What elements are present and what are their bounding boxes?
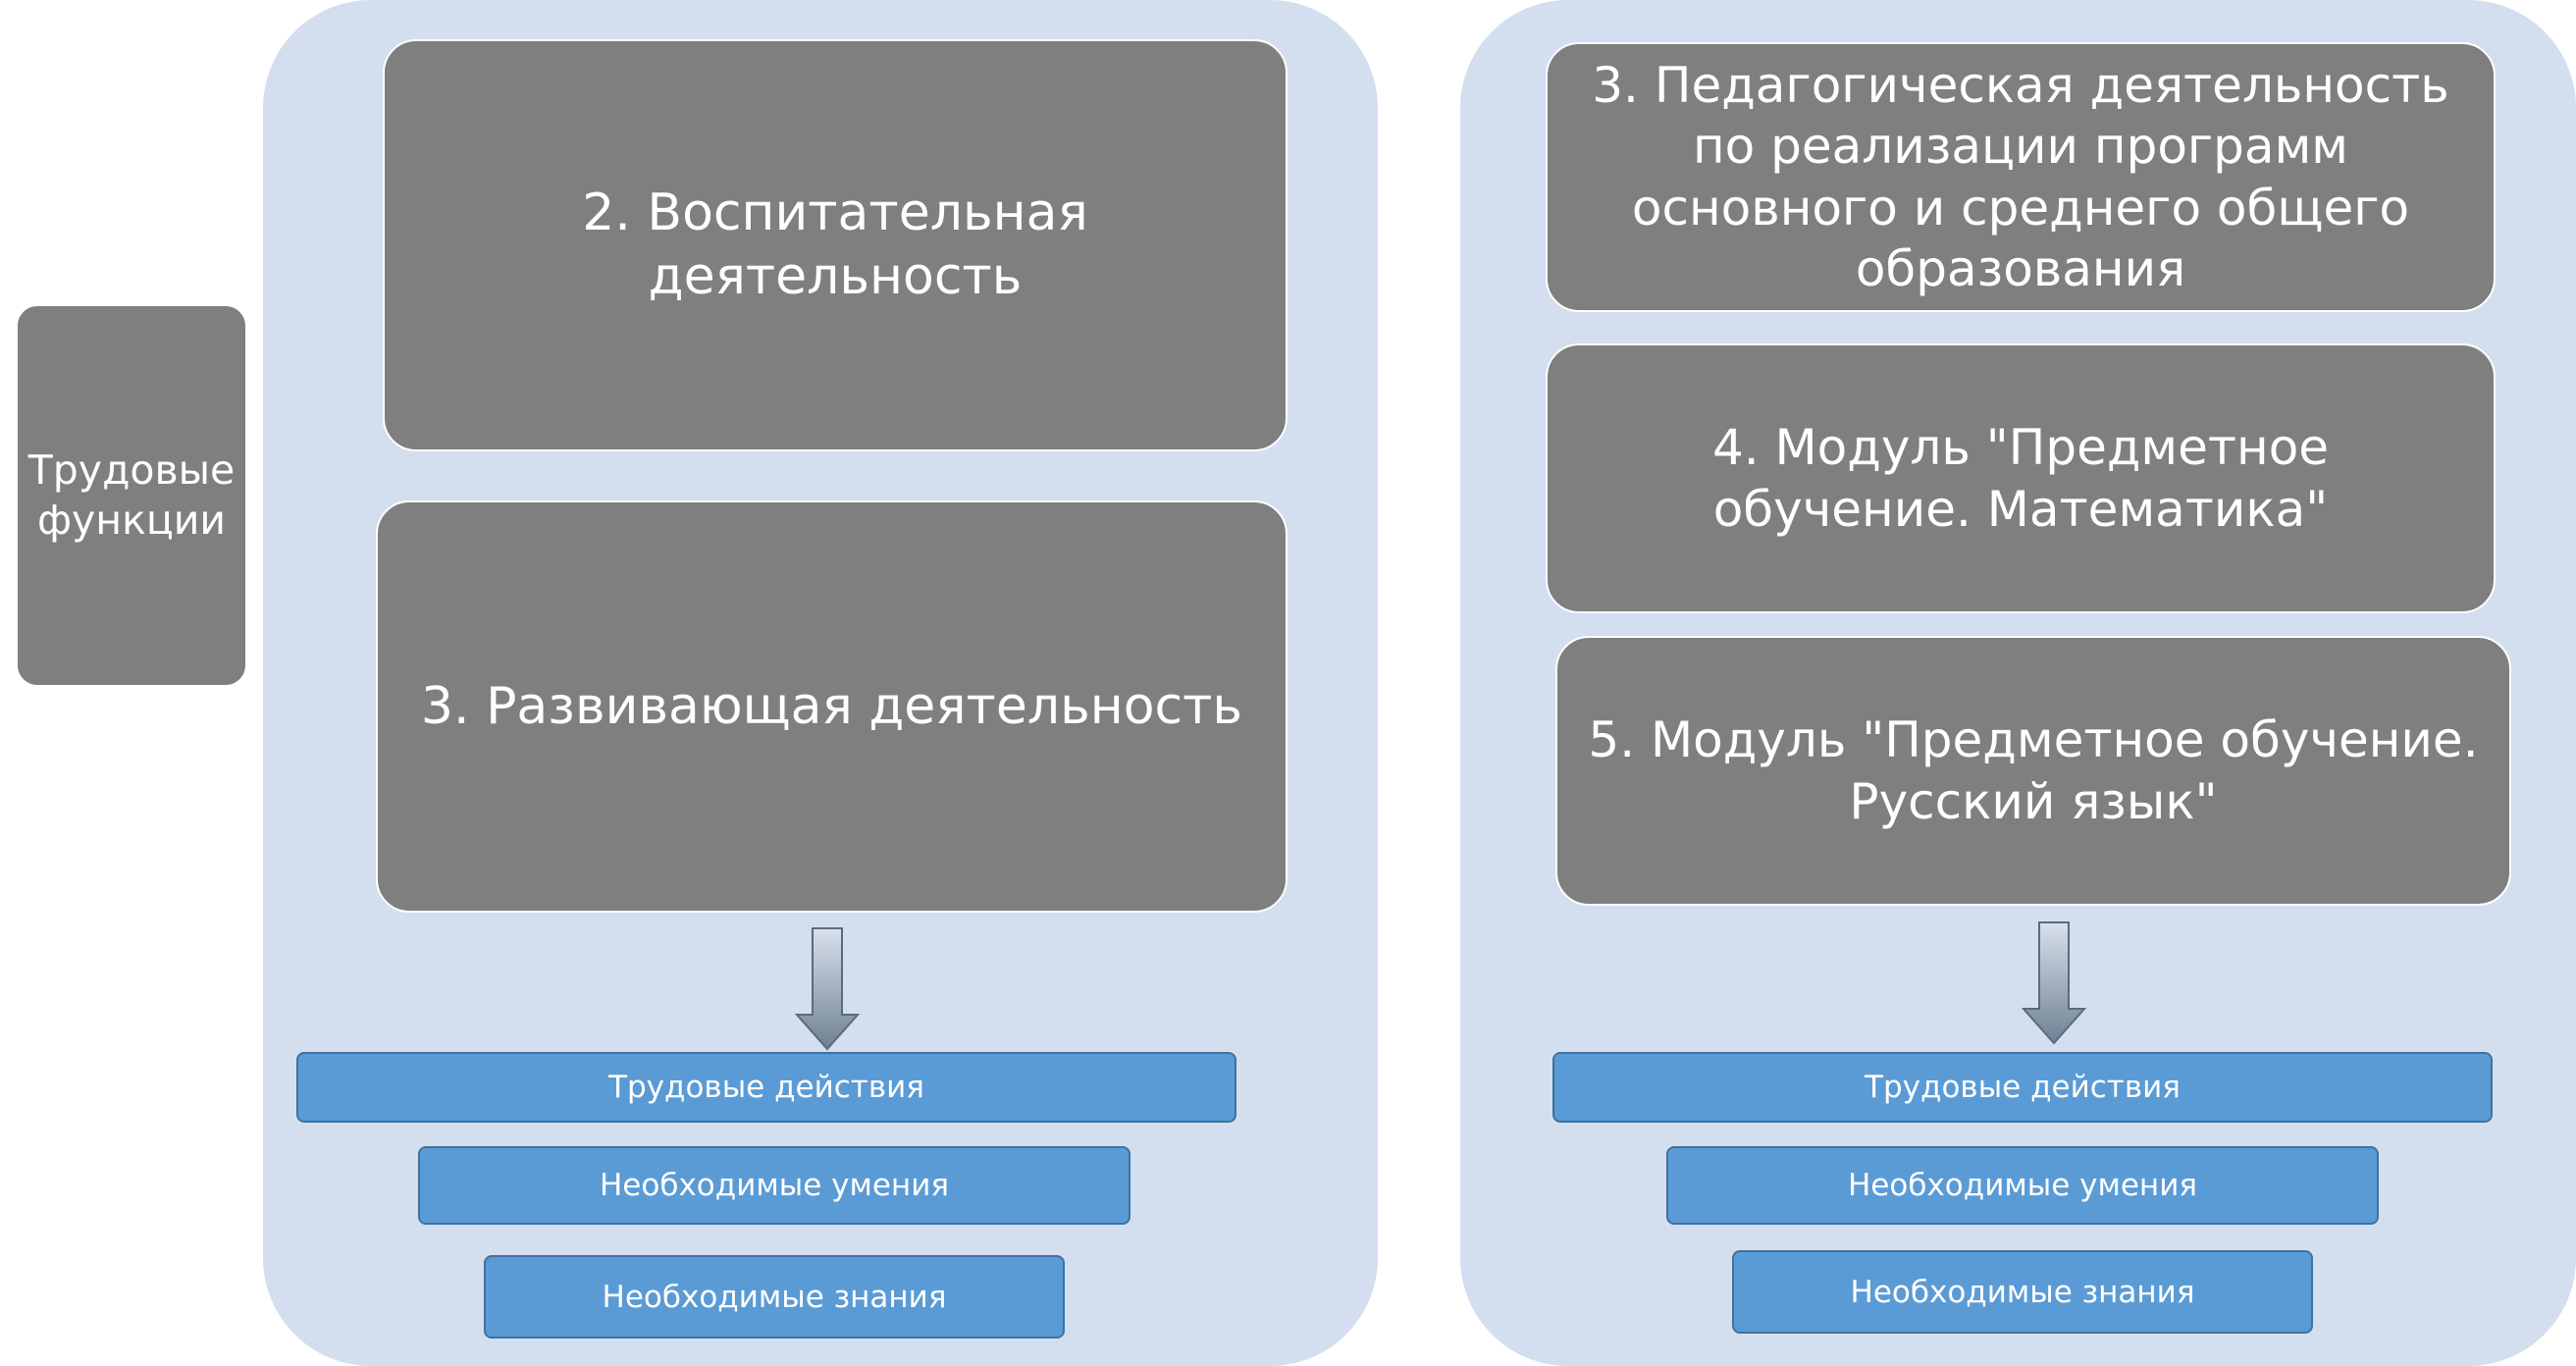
left-box-developing-text: 3. Развивающая деятельность [420,676,1243,736]
right-down-arrow-icon [2020,920,2088,1046]
left-bar-required-knowledge-text: Необходимые знания [602,1279,947,1315]
right-box-math-module: 4. Модуль "Предметное обучение. Математи… [1546,343,2496,613]
right-bar-required-knowledge: Необходимые знания [1732,1250,2313,1334]
left-box-upbringing-text: 2. Воспитательная деятельность [582,184,1088,306]
right-box-russian-module-text: 5. Модуль "Предметное обучение. Русский … [1588,711,2479,830]
left-box-developing: 3. Развивающая деятельность [376,500,1288,913]
left-box-upbringing: 2. Воспитательная деятельность [383,39,1288,451]
right-bar-required-skills: Необходимые умения [1666,1146,2379,1225]
right-box-math-module-text: 4. Модуль "Предметное обучение. Математи… [1711,419,2330,538]
right-box-pedagogical: 3. Педагогическая деятельность по реализ… [1546,42,2496,312]
right-bar-required-skills-text: Необходимые умения [1847,1168,2197,1203]
right-bar-labor-actions: Трудовые действия [1552,1052,2493,1123]
right-bar-required-knowledge-text: Необходимые знания [1850,1274,2195,1310]
side-label-text: Трудовые функции [27,446,236,544]
left-bar-required-knowledge: Необходимые знания [484,1255,1065,1339]
right-box-russian-module: 5. Модуль "Предметное обучение. Русский … [1555,636,2511,906]
left-bar-required-skills: Необходимые умения [418,1146,1130,1225]
left-down-arrow-icon [793,926,862,1052]
side-label-box: Трудовые функции [16,304,247,687]
left-bar-required-skills-text: Необходимые умения [599,1168,949,1203]
right-bar-labor-actions-text: Трудовые действия [1865,1070,2181,1105]
left-bar-labor-actions: Трудовые действия [296,1052,1236,1123]
right-box-pedagogical-text: 3. Педагогическая деятельность по реализ… [1592,56,2449,298]
left-bar-labor-actions-text: Трудовые действия [608,1070,924,1105]
